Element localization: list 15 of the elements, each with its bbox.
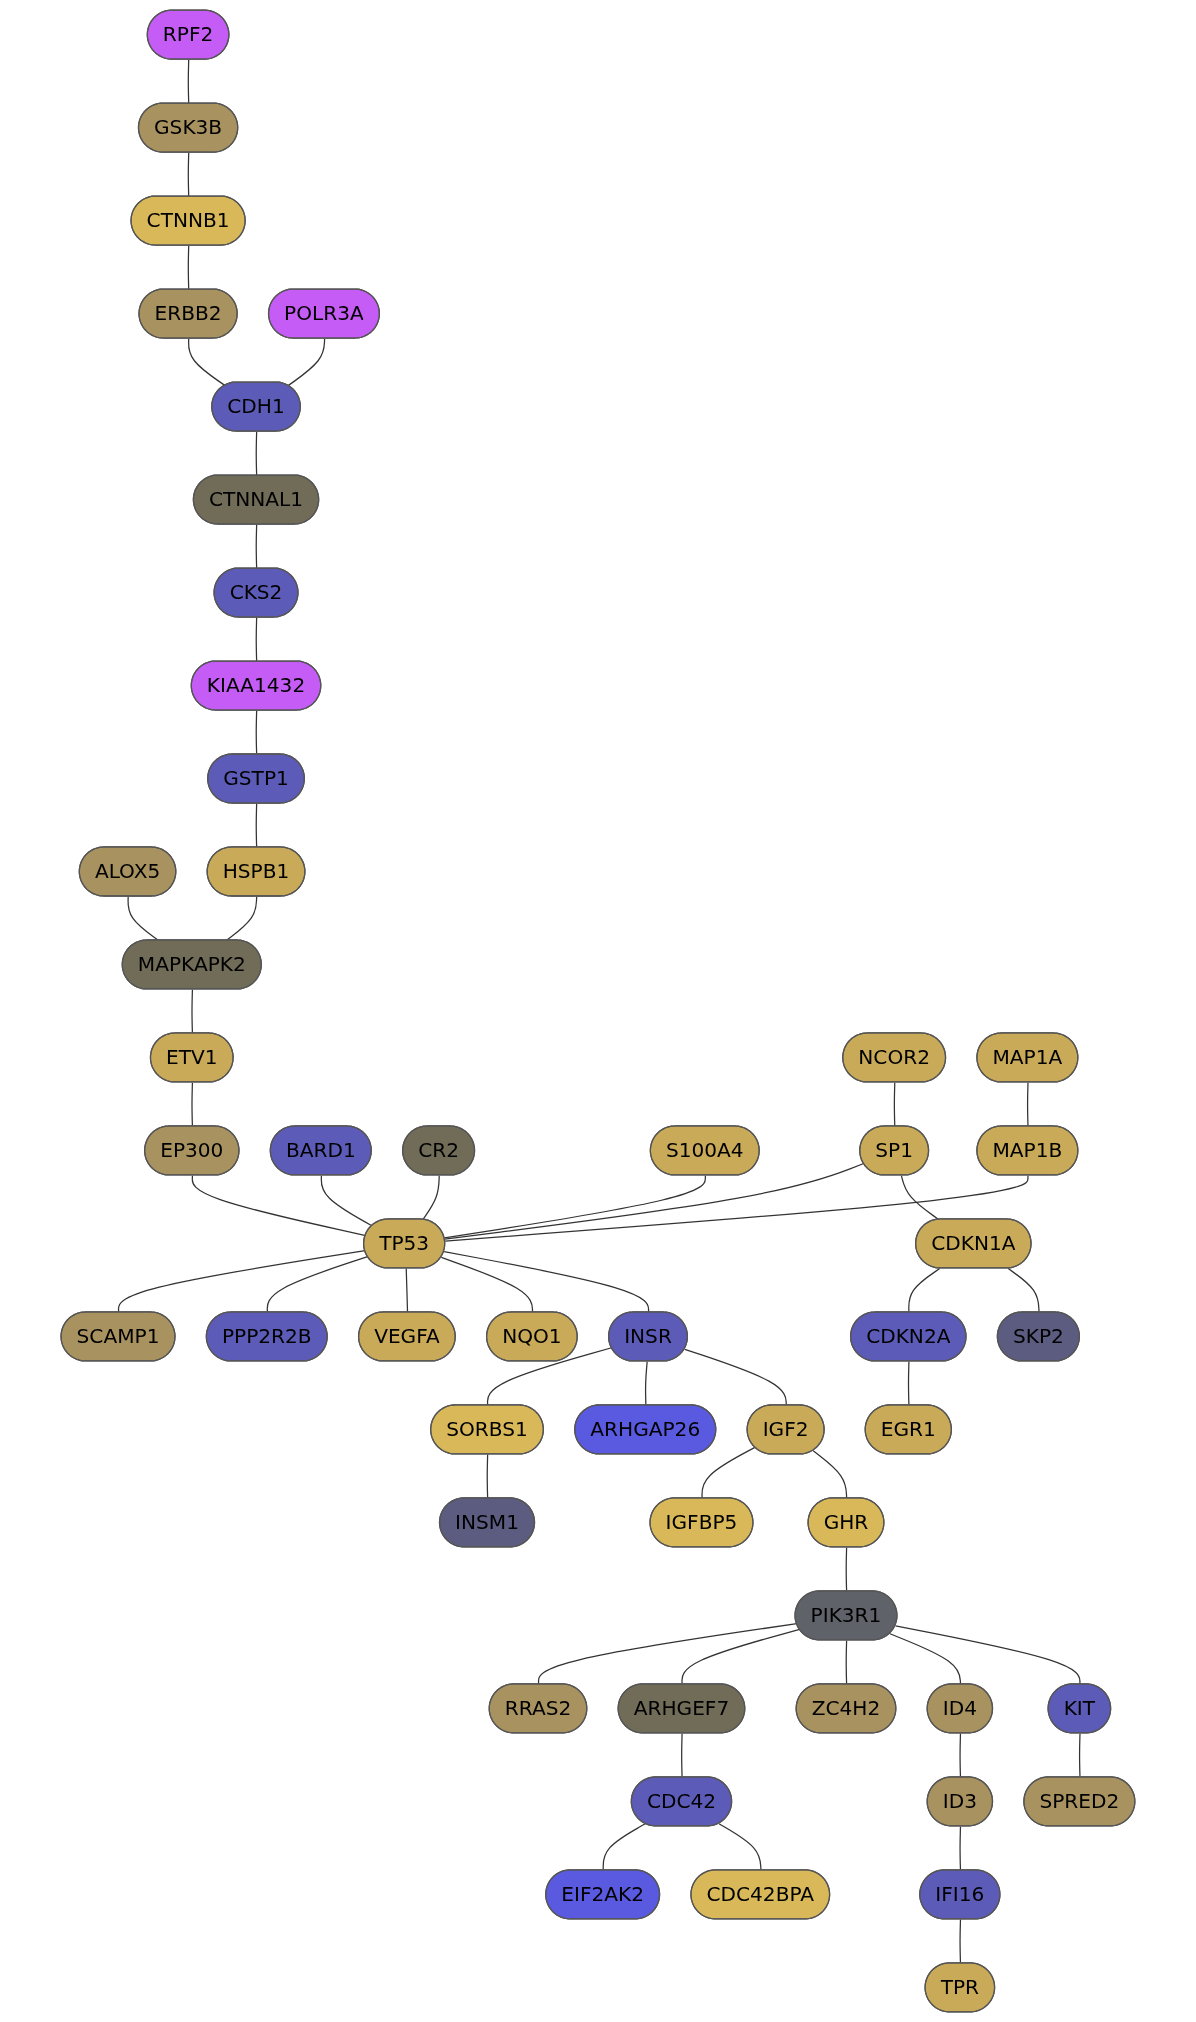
connector [444,1162,865,1240]
connector [187,59,190,105]
connector [900,1174,940,1221]
connector [188,338,226,387]
connector [187,245,190,291]
connector [443,1174,707,1239]
connector [255,524,258,570]
connector [255,431,258,477]
connector [320,1174,373,1227]
connector [255,617,258,663]
connector [287,338,326,387]
connector [422,1174,440,1221]
connector [444,1174,1029,1242]
connector [187,152,190,198]
connector [255,710,258,756]
